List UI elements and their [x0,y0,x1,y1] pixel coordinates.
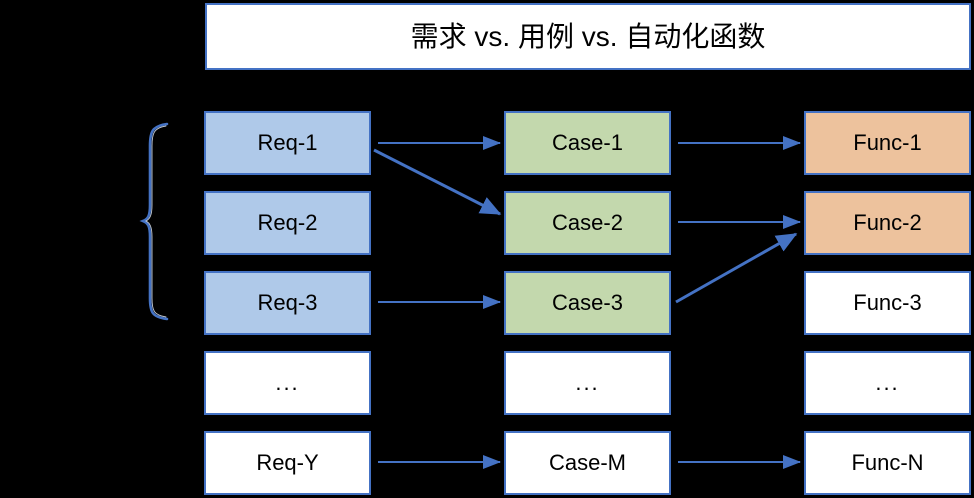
node-func-1[interactable]: Func-1 [804,111,971,175]
node-label: Req-1 [257,130,318,155]
node-case-m[interactable]: Case-M [504,431,671,495]
node-case-ellipsis[interactable]: ... [504,351,671,415]
node-label: ... [575,370,600,395]
node-req-y[interactable]: Req-Y [204,431,371,495]
node-req-2[interactable]: Req-2 [204,191,371,255]
node-case-2[interactable]: Case-2 [504,191,671,255]
node-case-3[interactable]: Case-3 [504,271,671,335]
node-func-3[interactable]: Func-3 [804,271,971,335]
node-req-1[interactable]: Req-1 [204,111,371,175]
node-label: Func-1 [853,130,922,155]
node-label: Req-3 [257,290,318,315]
node-label: Case-1 [552,130,623,155]
node-func-n[interactable]: Func-N [804,431,971,495]
arrow-req1-case2 [373,148,502,216]
node-func-2[interactable]: Func-2 [804,191,971,255]
node-label: ... [875,370,900,395]
node-label: Func-N [851,450,924,475]
node-func-ellipsis[interactable]: ... [804,351,971,415]
node-case-1[interactable]: Case-1 [504,111,671,175]
node-label: Case-2 [552,210,623,235]
arrow-case3-func2 [675,232,798,304]
node-label: Case-3 [552,290,623,315]
node-req-3[interactable]: Req-3 [204,271,371,335]
node-label: Func-3 [853,290,922,315]
node-label: Case-M [548,450,626,475]
node-label: ... [275,370,300,395]
node-label: Req-Y [256,450,319,475]
page-title: 需求 vs. 用例 vs. 自动化函数 [410,20,766,52]
node-label: Req-2 [257,210,318,235]
node-req-ellipsis[interactable]: ... [204,351,371,415]
grouping-brace-icon [139,122,169,321]
diagram-title-box: 需求 vs. 用例 vs. 自动化函数 [205,3,971,70]
node-label: Func-2 [853,210,922,235]
